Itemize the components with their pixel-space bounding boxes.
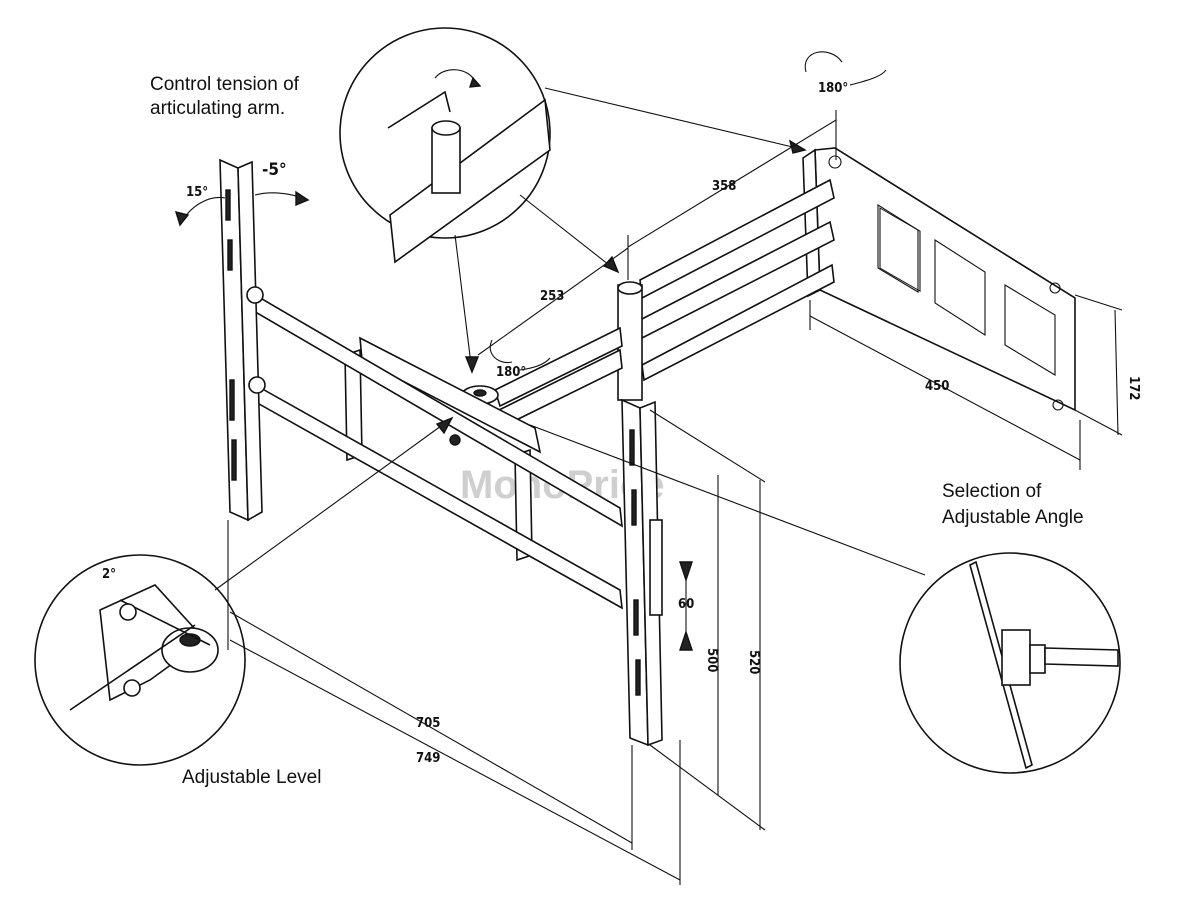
angle-label-tilt-up: 15° [186, 185, 208, 200]
left-vertical-rail [219, 158, 266, 522]
dim-label-rail-length: 500 [704, 648, 719, 672]
angle-callout-line2: Adjustable Angle [942, 507, 1084, 528]
angle-detail-circle [899, 552, 1121, 774]
tension-callout-line2: articulating arm. [150, 98, 285, 119]
angle-label-top-swivel: 180° [818, 81, 848, 96]
tv-bracket [249, 290, 623, 610]
angle-label-tilt-down: -5° [262, 160, 287, 180]
tension-detail-circle [339, 27, 551, 264]
angle-label-mid-swivel: 180° [496, 365, 526, 380]
dim-label-plate-height: 172 [1126, 376, 1141, 400]
leader-lines [214, 87, 926, 591]
dim-label-arm-inner: 253 [540, 289, 564, 304]
wall-plate [802, 147, 1076, 412]
dim-label-span-outer: 749 [416, 751, 440, 766]
right-vertical-rail [621, 398, 663, 747]
articulating-arms [461, 178, 835, 430]
level-callout: Adjustable Level [182, 767, 321, 788]
dim-label-offset: 60 [678, 597, 694, 612]
tension-callout-line1: Control tension of [150, 74, 300, 95]
dim-label-span-inner: 705 [416, 716, 440, 731]
dim-label-arm-outer: 358 [712, 179, 736, 194]
dimension-lines [174, 51, 1123, 885]
dim-label-rail-total: 520 [746, 650, 761, 674]
dim-label-plate-width: 450 [925, 379, 949, 394]
level-detail-circle: 2° [34, 554, 246, 766]
angle-callout-line1: Selection of [942, 481, 1042, 502]
level-angle-label: 2° [102, 567, 116, 582]
